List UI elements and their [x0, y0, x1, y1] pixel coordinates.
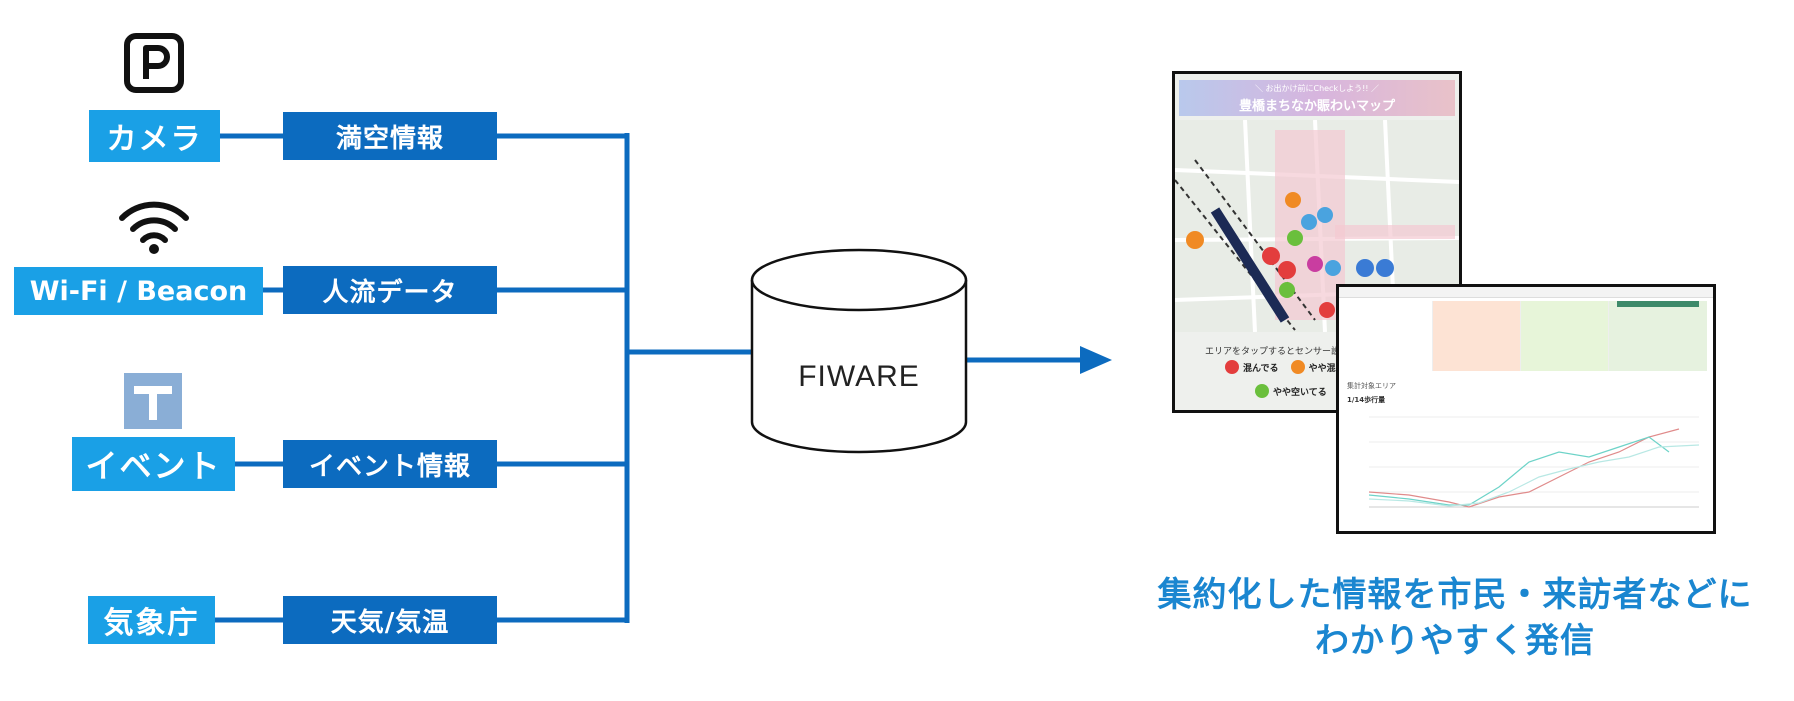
- map-screenshot: ＼ お出かけ前にCheckしよう!! ／ 豊橋まちなか賑わいマップ エリアをタッ…: [1172, 71, 1462, 413]
- dashboard-status-panel: [1609, 301, 1707, 371]
- dashboard-area-label: 集計対象エリア: [1347, 382, 1396, 390]
- legend-somewhat-empty-swatch: [1255, 384, 1269, 398]
- map-hint: エリアをタップするとセンサー設: [1205, 347, 1341, 357]
- map-title: 豊橋まちなか賑わいマップ: [1238, 99, 1395, 114]
- caption-line-1: 集約化した情報を市民・来訪者などに: [1157, 575, 1753, 615]
- legend-somewhat-crowded-swatch: [1290, 360, 1305, 374]
- legend-crowded-swatch: [1225, 360, 1239, 374]
- fiware-cylinder: [750, 248, 968, 454]
- arrow-head: [1080, 346, 1112, 374]
- dashboard-chart-title: 1/14歩行量: [1347, 396, 1386, 404]
- info-weather: 天気/気温: [283, 596, 497, 644]
- info-event: イベント情報: [283, 440, 497, 488]
- source-camera: カメラ: [89, 110, 220, 162]
- output-caption: 集約化した情報を市民・来訪者などに わかりやすく発信: [1120, 572, 1790, 664]
- event-icon: [124, 373, 182, 429]
- source-event: イベント: [72, 437, 235, 491]
- wifi-icon: [116, 196, 192, 256]
- dashboard-status-columns: [1345, 301, 1609, 371]
- caption-line-2: わかりやすく発信: [1315, 621, 1595, 661]
- map-subtitle: ＼ お出かけ前にCheckしよう!! ／: [1254, 84, 1380, 93]
- hub-label: FIWARE: [798, 360, 920, 393]
- legend-crowded: 混んでる: [1243, 363, 1279, 374]
- dashboard-topbar: [1339, 287, 1713, 298]
- legend-somewhat-crowded: やや混: [1308, 363, 1336, 374]
- legend-somewhat-empty: やや空いてる: [1273, 387, 1327, 398]
- map-legend: 混んでる やや混: [1225, 360, 1336, 374]
- parking-icon: [124, 33, 184, 93]
- source-wifi-beacon: Wi-Fi / Beacon: [14, 267, 263, 315]
- dashboard-line-chart: [1368, 416, 1700, 508]
- source-weather-agency: 気象庁: [88, 596, 215, 644]
- map-header: ＼ お出かけ前にCheckしよう!! ／ 豊橋まちなか賑わいマップ: [1179, 80, 1455, 116]
- info-parking: 満空情報: [283, 112, 497, 160]
- map-legend-2: やや空いてる: [1255, 384, 1327, 398]
- info-people-flow: 人流データ: [283, 266, 497, 314]
- dashboard-screenshot: 集計対象エリア 1/14歩行量: [1336, 284, 1716, 534]
